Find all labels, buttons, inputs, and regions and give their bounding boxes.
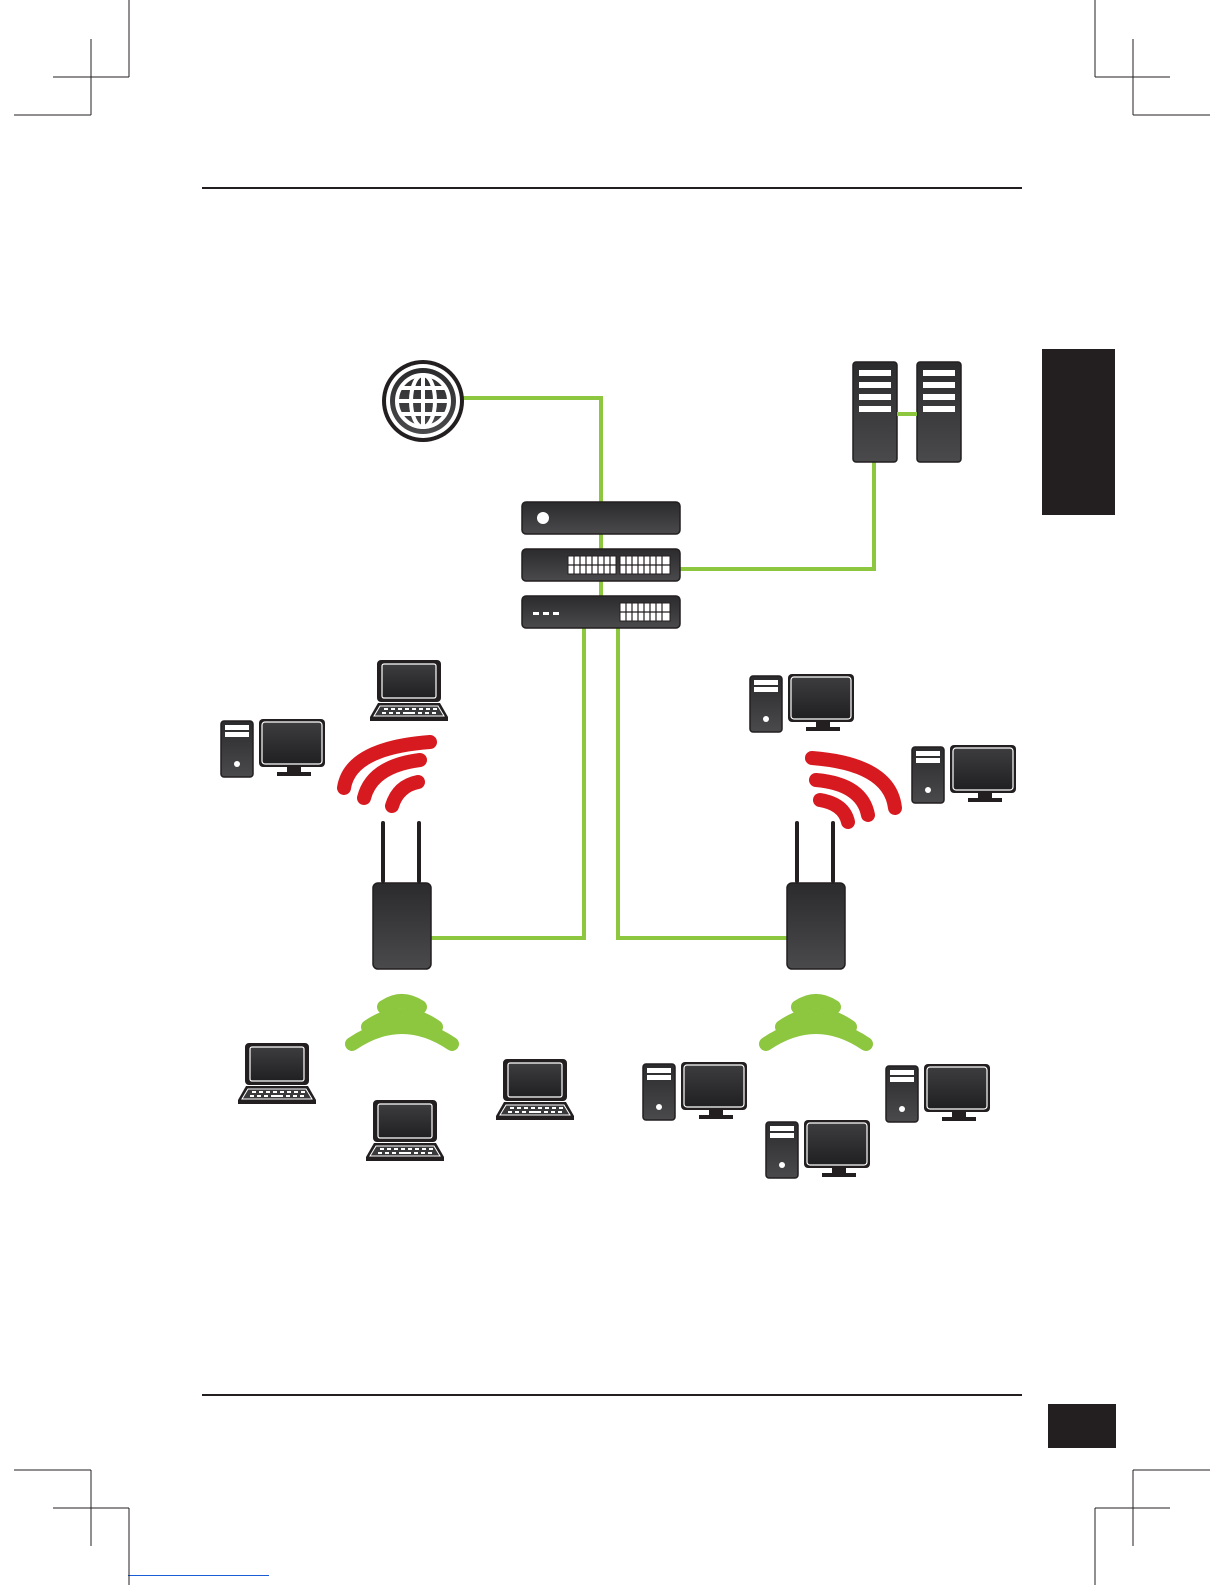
globe-icon <box>382 360 464 442</box>
link-switch-ap-left <box>431 626 584 938</box>
desktop-icon <box>750 674 854 732</box>
laptop-icon <box>370 661 448 721</box>
access-point-icon <box>373 821 431 969</box>
wifi-signal-green-left <box>352 1001 452 1044</box>
access-point-icon <box>787 821 845 969</box>
desktop-icon <box>221 719 325 777</box>
crop-marks <box>14 0 1210 1585</box>
desktop-icon <box>766 1120 870 1178</box>
wifi-signal-red-right <box>812 758 895 822</box>
switch-icon <box>522 596 680 628</box>
wifi-signal-green-right <box>766 1001 866 1044</box>
wifi-signal-red-left <box>344 742 430 806</box>
link-internet-router <box>462 398 601 506</box>
laptop-icon <box>366 1101 444 1161</box>
desktop-icon <box>886 1064 990 1122</box>
desktop-icon <box>643 1062 747 1120</box>
link-switch-ap-right <box>618 626 787 938</box>
server-icon <box>853 362 961 462</box>
network-links <box>431 398 874 938</box>
laptop-icon <box>496 1060 574 1120</box>
router-icon <box>522 502 680 534</box>
switch-icon <box>522 549 680 581</box>
desktop-icon <box>912 745 1016 803</box>
laptop-icon <box>238 1044 316 1104</box>
link-switch-servers <box>679 462 874 569</box>
